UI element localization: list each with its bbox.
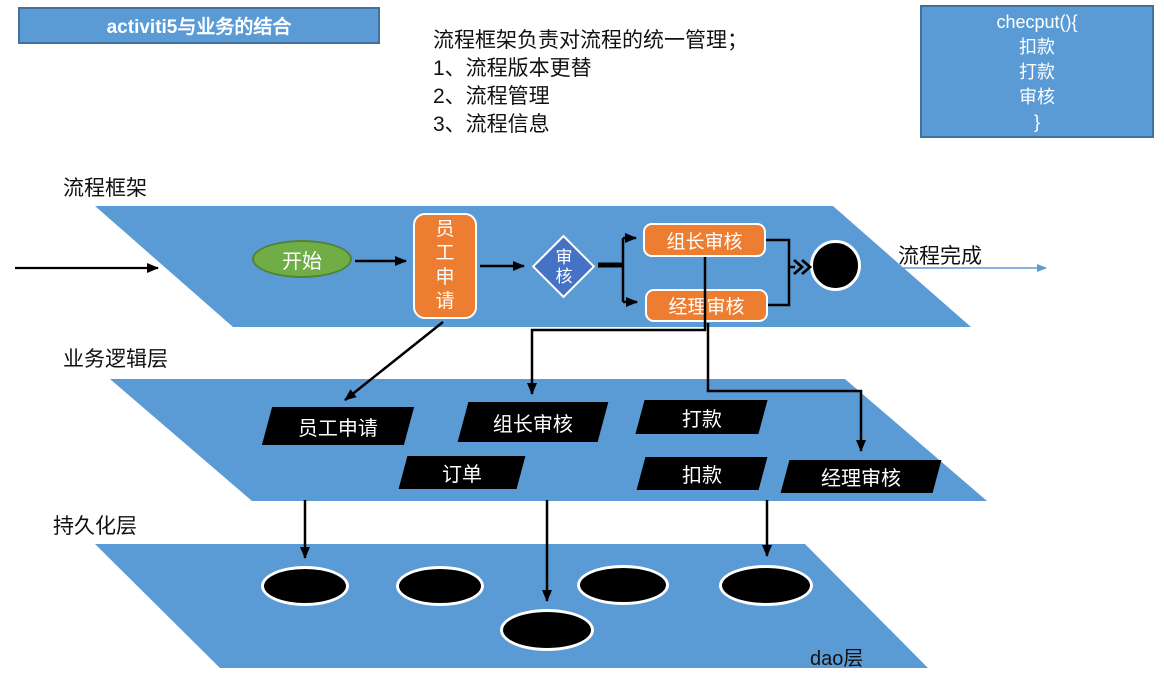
business-shape-label: 员工申请 [298,417,378,440]
business-shape-deduct: 扣款 [636,457,768,490]
db-ellipse [719,565,813,606]
leader-review-node: 组长审核 [643,223,766,257]
dao-layer-label: dao层 [810,648,864,670]
db-ellipse [500,609,594,651]
note-item: 3、流程信息 [433,113,550,136]
decision-diamond-label: 审 核 [555,248,573,286]
business-shape-label: 订单 [442,464,482,486]
review-decision-node: 审 核 [530,232,598,302]
start-node: 开始 [252,240,352,278]
note-text-block: 流程框架负责对流程的统一管理； 1、流程版本更替 2、流程管理 3、流程信息 [433,27,748,139]
manager-review-node: 经理审核 [645,289,768,322]
business-shape-employee-apply: 员工申请 [261,407,415,445]
note-heading: 流程框架负责对流程的统一管理； [433,29,748,52]
note-item: 1、流程版本更替 [433,57,592,80]
code-snippet-box: checput(){ 扣款 打款 审核 } [920,5,1154,138]
db-ellipse [261,566,349,606]
business-shape-label: 组长审核 [493,413,573,436]
business-shape-order: 订单 [398,456,526,489]
employee-apply-node: 员 工 申 请 [413,213,477,319]
process-complete-label: 流程完成 [898,245,982,268]
business-shape-manager-review: 经理审核 [780,460,942,493]
persistence-layer-plane [95,544,928,668]
code-line: } [1033,112,1040,132]
code-line: checput(){ [996,12,1078,32]
slide-title: activiti5与业务的结合 [18,7,380,44]
business-shape-label: 扣款 [682,465,722,487]
business-shape-label: 经理审核 [821,468,901,490]
business-layer-label: 业务逻辑层 [63,348,168,371]
business-shape-pay-out: 打款 [635,400,768,434]
code-line: 审核 [1019,87,1055,107]
code-line: 打款 [1019,62,1055,82]
db-ellipse [577,565,669,605]
process-layer-label: 流程框架 [63,177,147,200]
end-node [810,240,861,291]
code-line: 扣款 [1019,37,1055,57]
db-ellipse [396,566,484,606]
note-item: 2、流程管理 [433,85,550,108]
persistence-layer-label: 持久化层 [53,515,137,538]
business-shape-label: 打款 [681,408,722,431]
business-shape-leader-review: 组长审核 [457,402,609,442]
